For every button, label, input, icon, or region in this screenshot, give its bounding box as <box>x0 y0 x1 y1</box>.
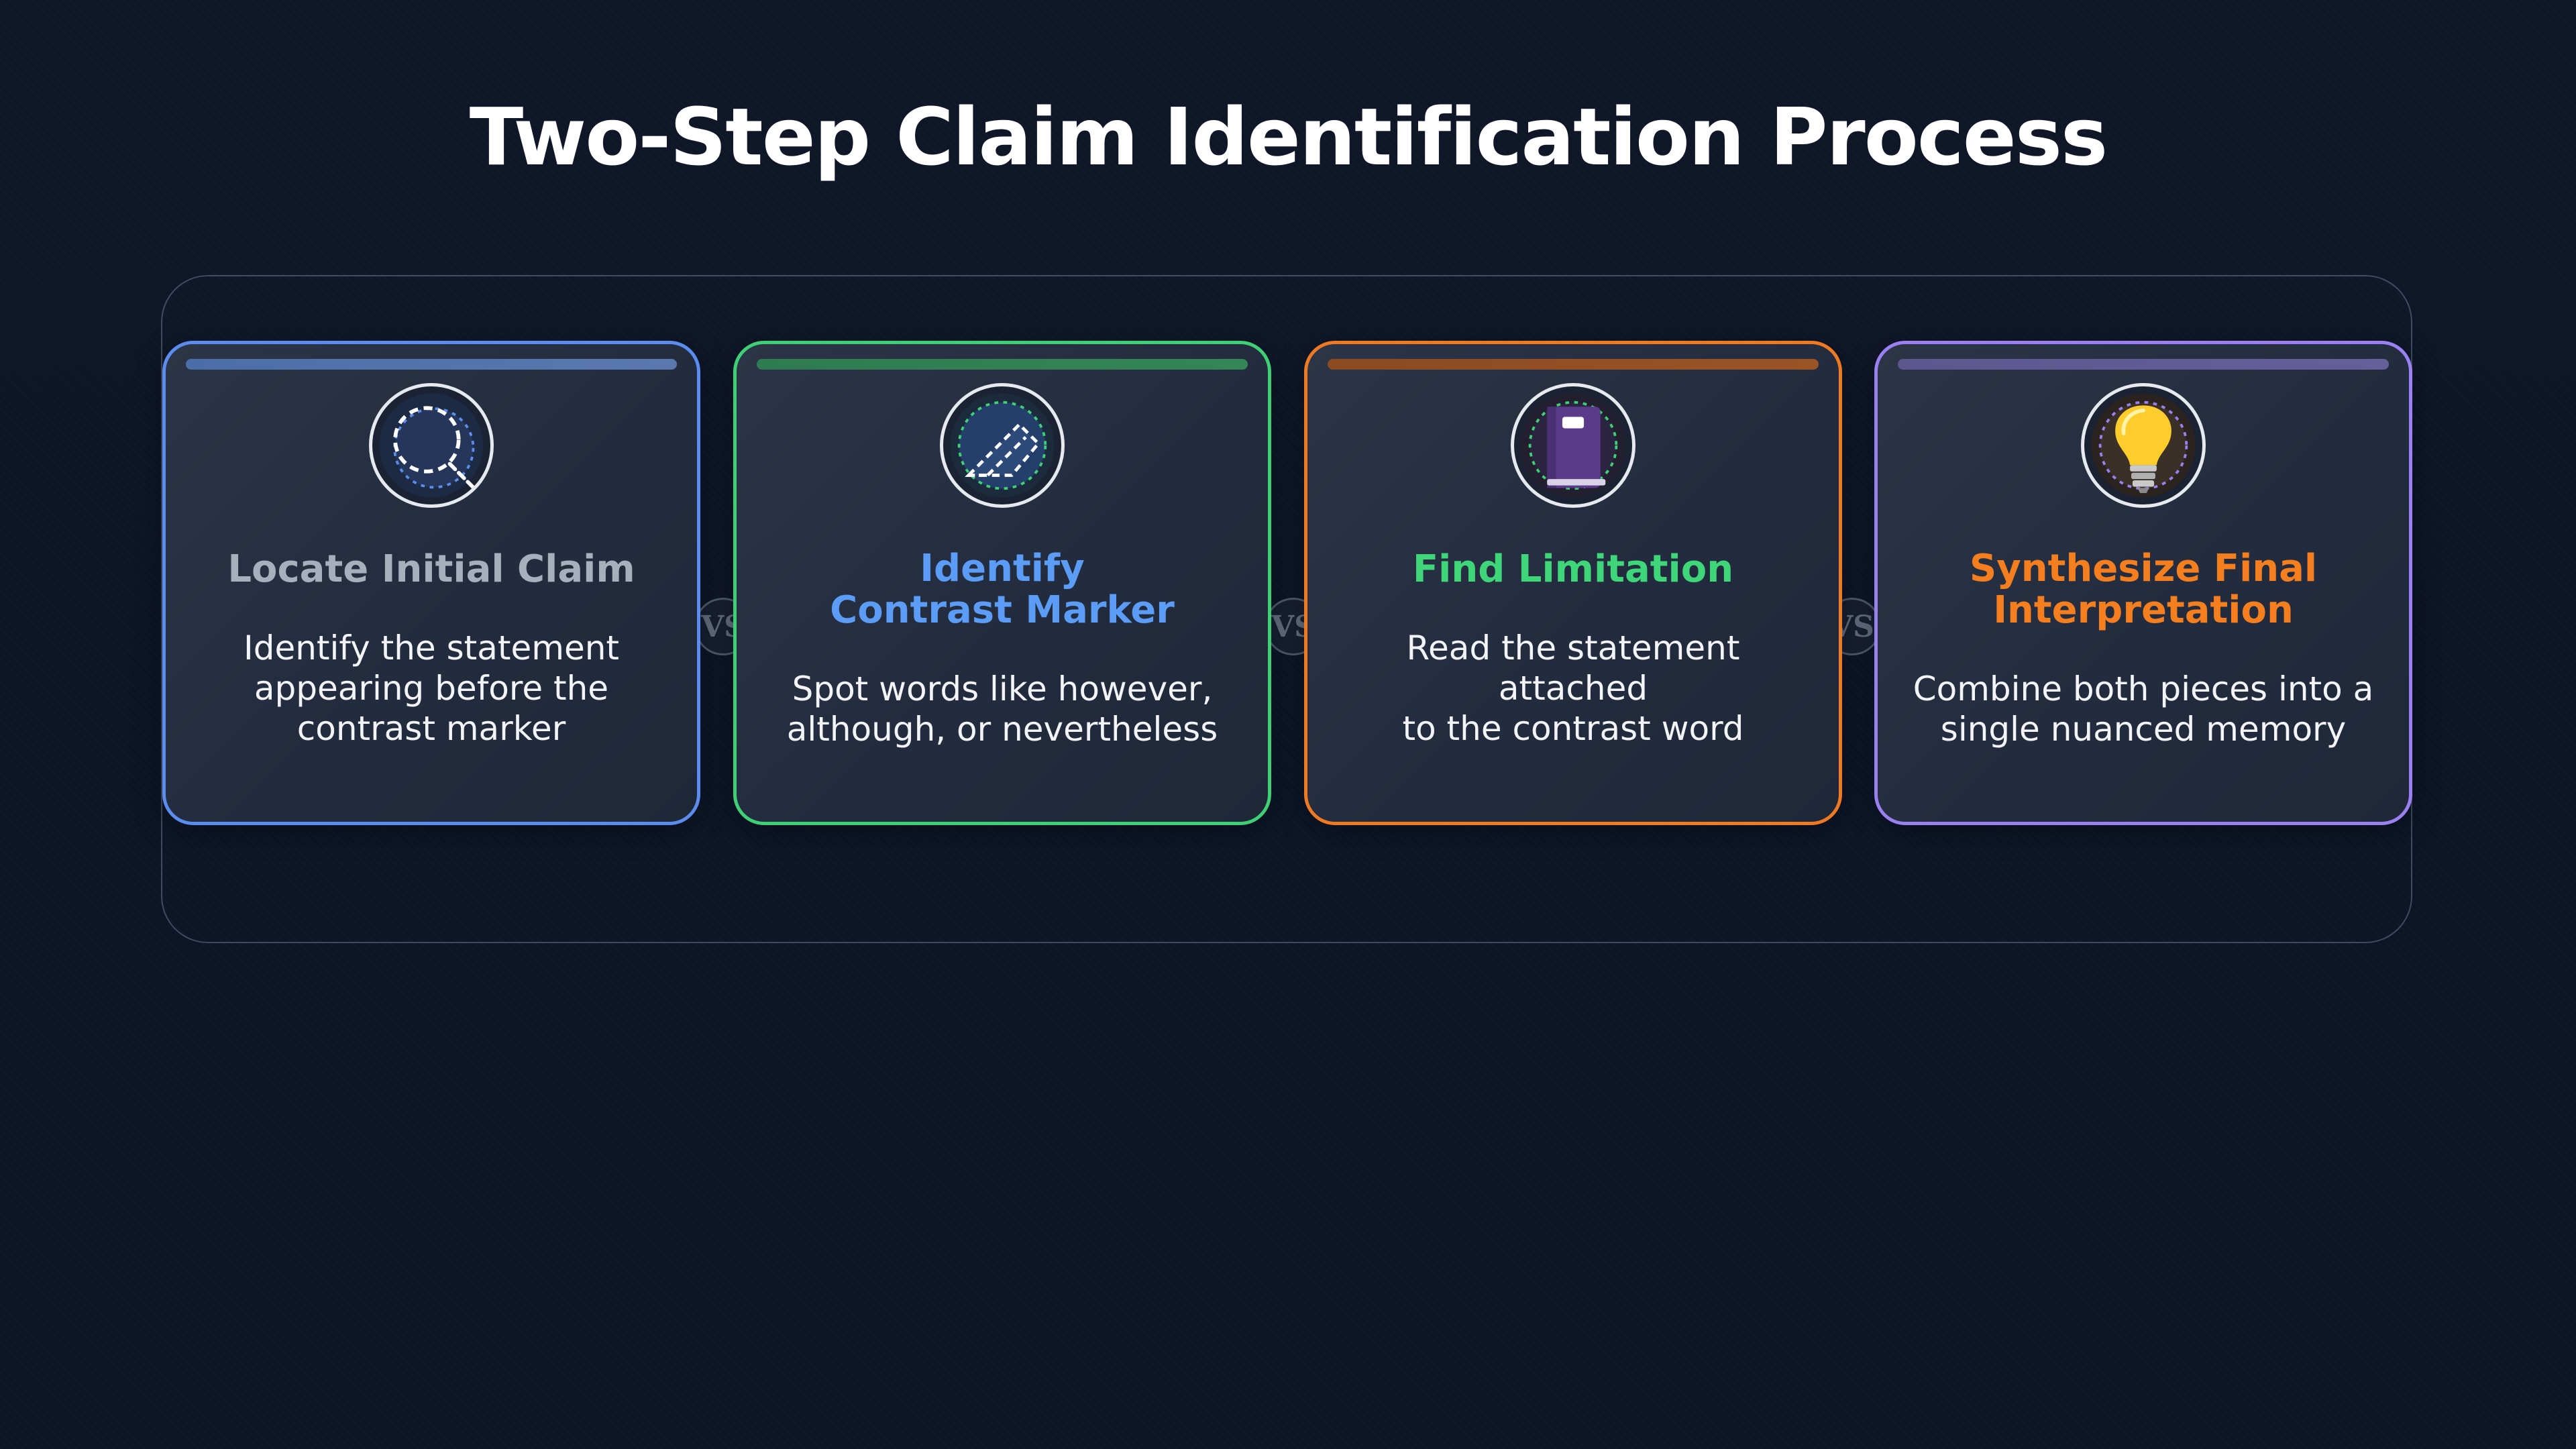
step-title: Synthesize Final Interpretation <box>1969 547 2318 632</box>
step-title: Find Limitation <box>1412 547 1734 592</box>
step-card-find-limitation: Find Limitation Read the statement attac… <box>1304 341 1842 825</box>
step-text-block: Locate Initial Claim Identify the statem… <box>193 529 670 768</box>
card-accent-bar <box>1328 359 1819 370</box>
step-description: Combine both pieces into a single nuance… <box>1913 669 2374 749</box>
step-text-block: Identify Contrast Marker Spot words like… <box>763 529 1241 768</box>
step-card-locate-initial-claim: Locate Initial Claim Identify the statem… <box>162 341 700 825</box>
step-text-block: Find Limitation Read the statement attac… <box>1334 529 1812 768</box>
step-title: Identify Contrast Marker <box>830 547 1175 632</box>
light-bulb-icon <box>2081 383 2206 508</box>
magnifying-glass-icon <box>369 383 494 508</box>
card-accent-bar <box>1898 359 2389 370</box>
step-text-block: Synthesize Final Interpretation Combine … <box>1904 529 2382 768</box>
notebook-icon <box>1511 383 1635 508</box>
step-title: Locate Initial Claim <box>227 547 635 592</box>
step-description: Identify the statement appearing before … <box>243 628 619 748</box>
card-accent-bar <box>186 359 677 370</box>
step-card-identify-contrast-marker: Identify Contrast Marker Spot words like… <box>733 341 1271 825</box>
step-card-synthesize-final-interpretation: Synthesize Final Interpretation Combine … <box>1874 341 2412 825</box>
step-description: Spot words like however, although, or ne… <box>786 669 1218 749</box>
highlighter-icon <box>940 383 1065 508</box>
card-accent-bar <box>757 359 1248 370</box>
step-description: Read the statement attached to the contr… <box>1402 628 1744 748</box>
page-title: Two-Step Claim Identification Process <box>469 91 2108 183</box>
